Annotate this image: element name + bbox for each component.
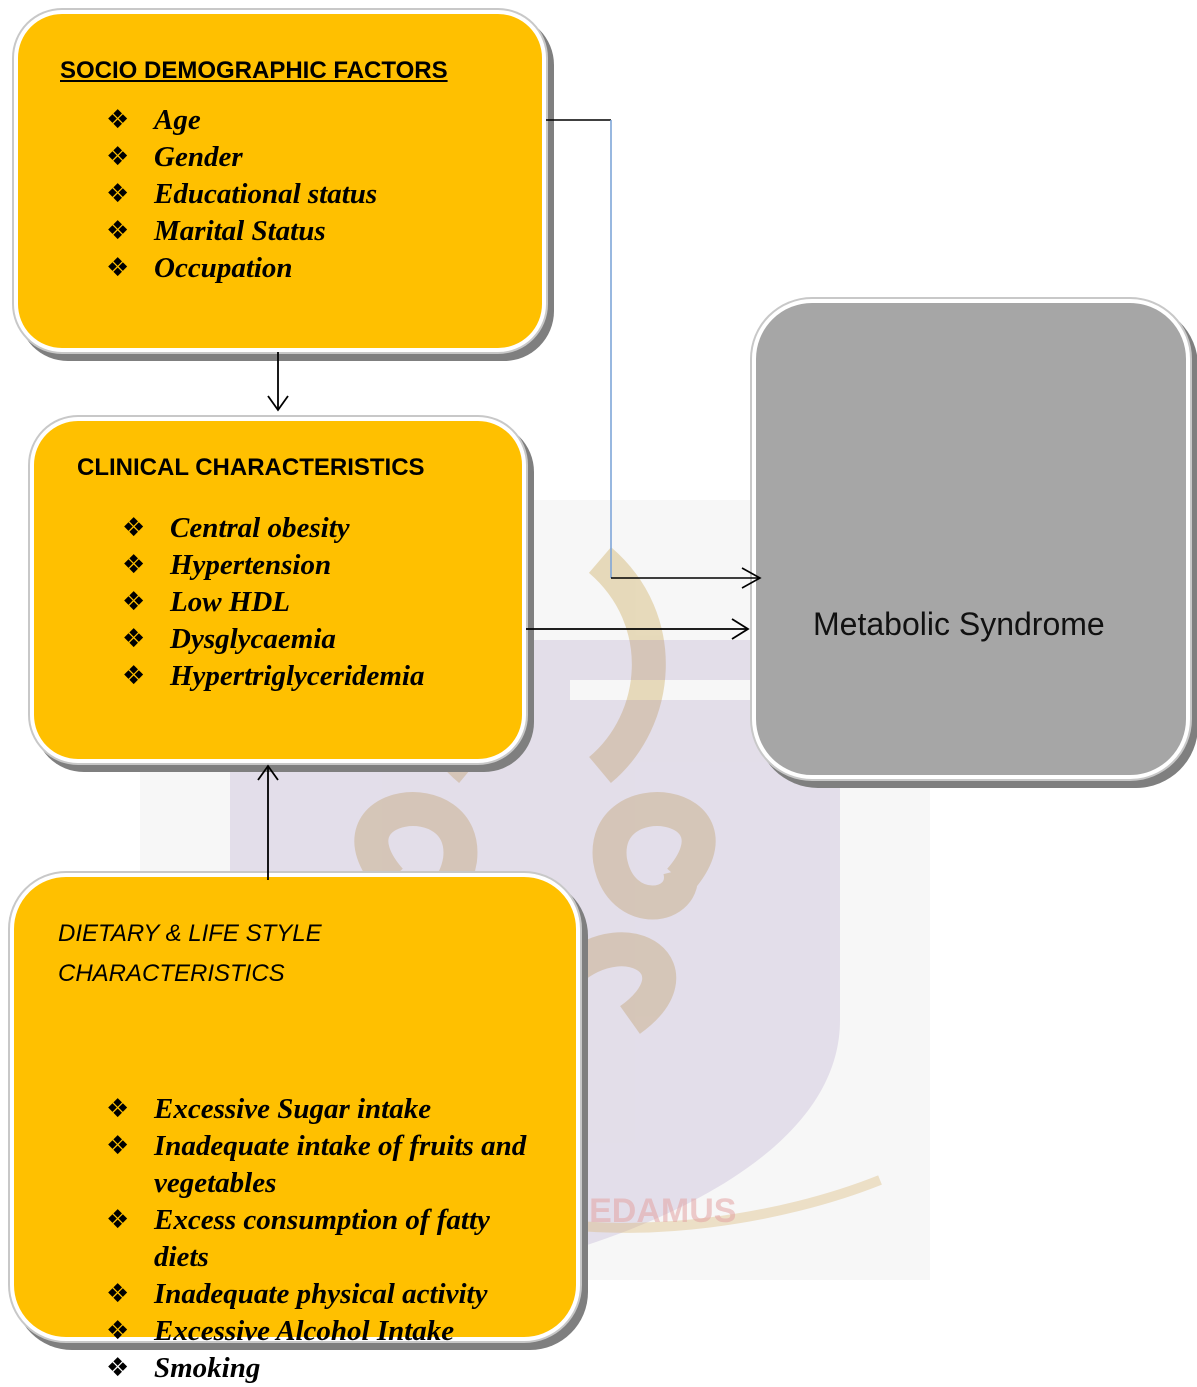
clinical-characteristics-title: CLINICAL CHARACTERISTICS <box>77 454 425 481</box>
clinical-characteristics-list: ❖ Central obesity ❖ Hypertension ❖ Low HDL ❖ Dy… <box>122 510 425 695</box>
diamond-bullet-icon: ❖ <box>122 661 146 691</box>
dietary-lifestyle-box: DIETARY & LIFE STYLE CHARACTERISTICS ❖ Ex… <box>10 873 580 1384</box>
diamond-bullet-icon: ❖ <box>106 1279 130 1309</box>
socio-to-clinical-arrow <box>267 352 289 412</box>
list-item: ❖ Low HDL <box>122 584 425 621</box>
socio-demographic-box: SOCIO DEMOGRAPHIC FACTORS ❖ Age ❖ Gender ❖ Ed… <box>14 10 546 352</box>
list-item-text: Occupation <box>154 252 293 284</box>
list-item-text: Hypertension <box>170 549 332 581</box>
list-item: ❖ Smoking <box>106 1350 546 1387</box>
socio-to-outcome-connector <box>546 119 762 589</box>
list-item-text: Smoking <box>154 1352 261 1384</box>
list-item: ❖ Inadequate physical activity <box>106 1276 546 1313</box>
list-item: ❖ Excess consumption of fatty diets <box>106 1202 546 1276</box>
metabolic-syndrome-label: Metabolic Syndrome <box>813 606 1105 642</box>
socio-demographic-title: SOCIO DEMOGRAPHIC FACTORS <box>60 57 448 84</box>
diamond-bullet-icon: ❖ <box>106 1353 130 1383</box>
diamond-bullet-icon: ❖ <box>122 513 146 543</box>
clinical-characteristics-box: CLINICAL CHARACTERISTICS ❖ Central obesit… <box>30 417 526 763</box>
diamond-bullet-icon: ❖ <box>106 1094 130 1124</box>
list-item-text: Central obesity <box>170 512 350 544</box>
diamond-bullet-icon: ❖ <box>122 550 146 580</box>
list-item: ❖ Excessive Sugar intake <box>106 1091 546 1128</box>
diamond-bullet-icon: ❖ <box>106 1205 130 1235</box>
diamond-bullet-icon: ❖ <box>122 624 146 654</box>
diamond-bullet-icon: ❖ <box>122 587 146 617</box>
list-item: ❖ Gender <box>106 139 377 176</box>
diamond-bullet-icon: ❖ <box>106 253 130 283</box>
diamond-bullet-icon: ❖ <box>106 142 130 172</box>
list-item-text: Educational status <box>154 178 378 210</box>
diamond-bullet-icon: ❖ <box>106 216 130 246</box>
clinical-to-outcome-arrow <box>526 618 750 640</box>
diamond-bullet-icon: ❖ <box>106 1316 130 1346</box>
dietary-lifestyle-list: ❖ Excessive Sugar intake ❖ Inadequate intak… <box>106 1091 546 1387</box>
list-item: ❖ Occupation <box>106 250 377 287</box>
list-item-text: Low HDL <box>170 586 291 618</box>
list-item: ❖ Dysglycaemia <box>122 621 425 658</box>
dietary-to-clinical-arrow <box>257 764 279 880</box>
list-item-text: Excessive Alcohol Intake <box>154 1315 455 1347</box>
list-item: ❖ Hypertension <box>122 547 425 584</box>
metabolic-syndrome-box: Metabolic Syndrome <box>752 299 1190 779</box>
list-item-text: Inadequate intake of fruits and vegetabl… <box>154 1130 527 1199</box>
list-item: ❖ Educational status <box>106 176 377 213</box>
list-item-text: Excess consumption of fatty diets <box>154 1204 490 1273</box>
list-item-text: Gender <box>154 141 243 173</box>
socio-demographic-list: ❖ Age ❖ Gender ❖ Educational status ❖ Marital S… <box>106 102 377 287</box>
list-item: ❖ Age <box>106 102 377 139</box>
list-item-text: Inadequate physical activity <box>154 1278 488 1310</box>
list-item-text: Marital Status <box>154 215 326 247</box>
arrowhead-icon <box>257 764 279 781</box>
list-item-text: Excessive Sugar intake <box>154 1093 432 1125</box>
diamond-bullet-icon: ❖ <box>106 105 130 135</box>
diamond-bullet-icon: ❖ <box>106 1131 130 1161</box>
arrowhead-icon <box>267 395 289 412</box>
list-item-text: Hypertriglyceridemia <box>170 660 425 692</box>
list-item: ❖ Inadequate intake of fruits and vegetab… <box>106 1128 546 1202</box>
arrowhead-icon <box>731 618 750 640</box>
list-item: ❖ Hypertriglyceridemia <box>122 658 425 695</box>
diamond-bullet-icon: ❖ <box>106 179 130 209</box>
list-item: ❖ Marital Status <box>106 213 377 250</box>
list-item-text: Age <box>154 104 201 136</box>
list-item: ❖ Excessive Alcohol Intake <box>106 1313 546 1350</box>
list-item: ❖ Central obesity <box>122 510 425 547</box>
dietary-lifestyle-title: DIETARY & LIFE STYLE CHARACTERISTICS <box>58 920 322 987</box>
list-item-text: Dysglycaemia <box>170 623 336 655</box>
